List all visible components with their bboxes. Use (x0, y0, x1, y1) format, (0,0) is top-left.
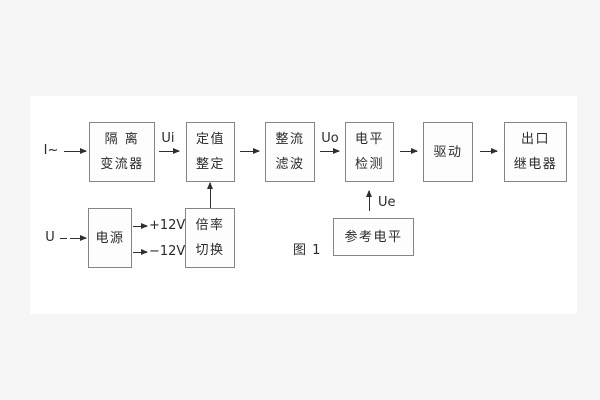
neg-rail-label: −12V (149, 244, 186, 259)
arrow-setpoint-to-rectifier (240, 148, 260, 154)
block-ratio-switching-line1: 倍率 (195, 218, 225, 233)
block-power-supply-label: 电源 (95, 230, 125, 246)
block-reference-level-label: 参考电平 (344, 229, 403, 245)
block-output-relay-line2: 继电器 (513, 157, 558, 172)
figure-caption: 图 1 (293, 243, 322, 258)
block-setpoint-setting-line1: 定值 (195, 132, 225, 147)
block-isolation-transformer-line2: 变流器 (100, 157, 144, 172)
block-level-detection: 电平 检测 (345, 122, 394, 182)
block-output-relay-line1: 出口 (520, 132, 550, 147)
block-rectify-filter-line1: 整流 (275, 132, 305, 147)
block-drive: 驱动 (423, 122, 473, 182)
block-ratio-switching: 倍率 切换 (185, 208, 235, 268)
block-setpoint-setting-line2: 整定 (195, 157, 225, 172)
arrow-ratio-to-setpoint (207, 182, 213, 208)
block-output-relay: 出口 继电器 (504, 122, 567, 182)
pos-rail-label: +12V (149, 218, 186, 233)
arrow-current-input (64, 148, 87, 154)
block-setpoint-setting: 定值 整定 (186, 122, 235, 182)
arrow-isolation-to-setpoint (159, 148, 180, 154)
block-level-detection-line1: 电平 (354, 132, 384, 147)
block-rectify-filter-line2: 滤波 (275, 157, 305, 172)
block-reference-level: 参考电平 (333, 218, 414, 256)
block-rectify-filter: 整流 滤波 (265, 122, 315, 182)
signal-ui-label: Ui (161, 131, 175, 146)
arrow-drive-to-relay (480, 148, 498, 154)
signal-ue-label: Ue (378, 195, 396, 210)
arrow-rectifier-to-level (320, 148, 340, 154)
block-ratio-switching-line2: 切换 (195, 243, 225, 258)
arrow-level-to-drive (400, 148, 418, 154)
input-voltage-label: U (45, 230, 55, 245)
arrow-reference-to-level (366, 190, 372, 211)
block-drive-label: 驱动 (433, 144, 463, 160)
arrow-voltage-input (70, 235, 87, 241)
arrow-pos-rail (133, 223, 148, 229)
block-isolation-transformer-line1: 隔 离 (104, 132, 140, 147)
block-level-detection-line2: 检测 (354, 157, 384, 172)
arrow-neg-rail (133, 249, 148, 255)
block-isolation-transformer: 隔 离 变流器 (89, 122, 155, 182)
voltage-input-line (60, 238, 67, 239)
block-power-supply: 电源 (88, 208, 132, 268)
signal-uo-label: Uo (321, 131, 339, 146)
input-current-label: I~ (43, 143, 59, 158)
